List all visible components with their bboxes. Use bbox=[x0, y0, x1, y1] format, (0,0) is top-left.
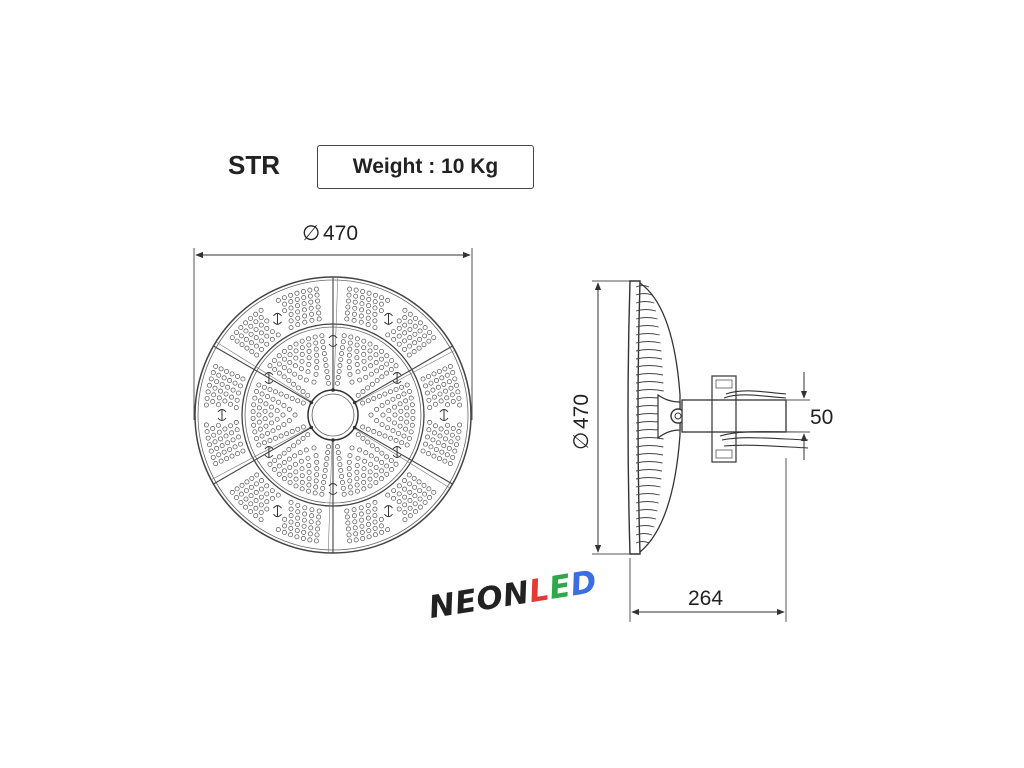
front-diameter-symbol: ∅ bbox=[302, 222, 320, 245]
front-diameter-dimension: ∅ 470 bbox=[193, 222, 473, 420]
ring-dividers bbox=[211, 277, 455, 553]
center-hub bbox=[307, 389, 359, 441]
housing-neck bbox=[657, 393, 681, 440]
side-depth-value: 264 bbox=[688, 587, 723, 610]
mounting-bracket bbox=[681, 399, 787, 433]
led-array bbox=[203, 286, 463, 544]
heat-sink-fins bbox=[635, 285, 665, 544]
side-depth-dimension: 264 bbox=[629, 458, 787, 622]
side-height-value: 470 bbox=[570, 394, 593, 429]
bracket-plate bbox=[711, 375, 737, 463]
weight-label: Weight : 10 Kg bbox=[352, 155, 499, 178]
side-height-dimension: ∅ 470 bbox=[570, 280, 640, 555]
power-cables bbox=[719, 390, 809, 449]
mounting-clips bbox=[217, 312, 449, 518]
weight-box: Weight : 10 Kg bbox=[317, 145, 534, 189]
front-view: ∅ 470 bbox=[193, 222, 473, 554]
bracket-height-value: 50 bbox=[810, 406, 833, 429]
side-view: ∅ 470 50 bbox=[570, 280, 833, 622]
hub-bolts bbox=[309, 388, 357, 442]
lens-edge bbox=[627, 280, 641, 555]
model-label: STR bbox=[228, 150, 280, 180]
front-diameter-value: 470 bbox=[323, 222, 358, 245]
bracket-height-dimension: 50 bbox=[786, 372, 833, 460]
side-height-symbol: ∅ bbox=[570, 432, 593, 450]
brand-part-d: D bbox=[567, 563, 600, 604]
